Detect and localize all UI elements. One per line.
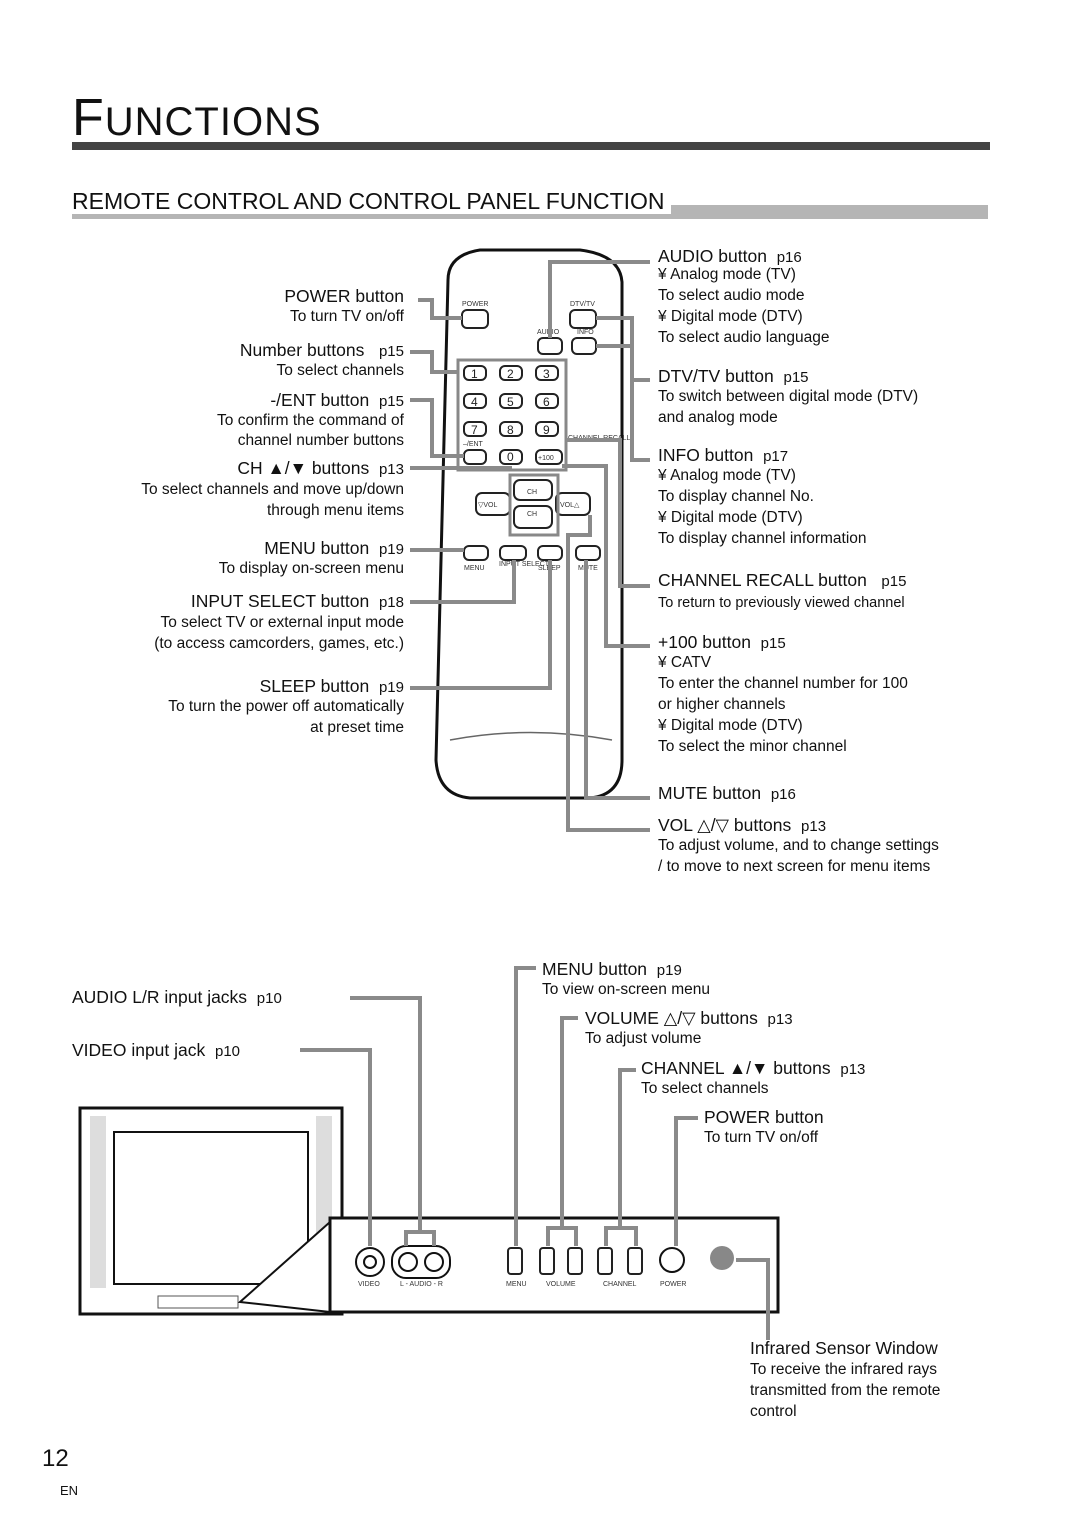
desc-power-button: To turn TV on/off bbox=[289, 308, 404, 325]
remote-key-0: 0 bbox=[507, 450, 514, 464]
desc-plus100-5: To select the minor channel bbox=[658, 738, 847, 755]
label-plus100-button: +100 button p15 bbox=[658, 632, 786, 652]
desc-dtvtv-2: and analog mode bbox=[658, 409, 778, 426]
remote-key-4: 4 bbox=[471, 395, 478, 409]
label-vol-buttons: VOL △/▽ buttons p13 bbox=[658, 815, 827, 835]
label-number-buttons: Number buttons p15 bbox=[239, 340, 404, 360]
desc-sensor-1: To receive the infrared rays bbox=[750, 1361, 937, 1378]
label-audio-button: AUDIO button p16 bbox=[658, 246, 802, 266]
desc-ch-buttons-2: through menu items bbox=[267, 502, 404, 519]
desc-sensor-2: transmitted from the remote bbox=[750, 1382, 941, 1399]
desc-audio-2: To select audio mode bbox=[658, 287, 805, 304]
desc-vol-1: To adjust volume, and to change settings bbox=[658, 837, 939, 854]
desc-input-select-1: To select TV or external input mode bbox=[160, 614, 404, 631]
label-infrared-sensor: Infrared Sensor Window bbox=[750, 1338, 938, 1358]
panel-label-volume: VOLUME bbox=[546, 1281, 576, 1288]
remote-label-input: INPUT SELECT bbox=[499, 561, 550, 568]
desc-number-buttons: To select channels bbox=[276, 362, 404, 379]
remote-label-ch-down: CH bbox=[527, 511, 537, 518]
desc-info-2: To display channel No. bbox=[658, 488, 814, 505]
remote-label-vol-plus: VOL△ bbox=[560, 502, 580, 509]
section-heading: REMOTE CONTROL AND CONTROL PANEL FUNCTIO… bbox=[72, 188, 671, 215]
desc-dtvtv-1: To switch between digital mode (DTV) bbox=[658, 388, 919, 405]
remote-key-3: 3 bbox=[543, 367, 550, 381]
label-audio-jacks: AUDIO L/R input jacks p10 bbox=[72, 987, 282, 1007]
desc-input-select-2: (to access camcorders, games, etc.) bbox=[154, 635, 404, 652]
desc-ent-button-1: To confirm the command of bbox=[217, 412, 404, 429]
remote-label-ch-up: CH bbox=[527, 489, 537, 496]
desc-sleep-1: To turn the power off automatically bbox=[168, 698, 404, 715]
label-panel-channel-buttons: CHANNEL ▲/▼ buttons p13 bbox=[641, 1058, 866, 1078]
desc-ch-buttons-1: To select channels and move up/down bbox=[141, 481, 404, 498]
desc-plus100-3: or higher channels bbox=[658, 696, 786, 713]
desc-info-3: ¥ Digital mode (DTV) bbox=[658, 509, 803, 526]
desc-menu-button: To display on-screen menu bbox=[218, 560, 404, 577]
label-panel-menu-button: MENU button p19 bbox=[542, 959, 682, 979]
desc-plus100-1: ¥ CATV bbox=[658, 654, 712, 671]
desc-info-4: To display channel information bbox=[658, 530, 867, 547]
language-code: EN bbox=[60, 1483, 79, 1498]
remote-label-vol-minus: ▽VOL bbox=[478, 502, 497, 509]
label-input-select-button: INPUT SELECT button p18 bbox=[190, 591, 404, 611]
panel-label-channel: CHANNEL bbox=[603, 1281, 637, 1288]
remote-key-8: 8 bbox=[507, 423, 514, 437]
remote-key-7: 7 bbox=[471, 423, 478, 437]
label-info-button: INFO button p17 bbox=[658, 445, 789, 465]
remote-key-2: 2 bbox=[507, 367, 514, 381]
desc-audio-3: ¥ Digital mode (DTV) bbox=[658, 308, 803, 325]
panel-label-power: POWER bbox=[660, 1281, 686, 1288]
desc-panel-menu: To view on-screen menu bbox=[542, 981, 710, 998]
remote-key-9: 9 bbox=[543, 423, 550, 437]
label-ent-button: -/ENT button p15 bbox=[270, 390, 404, 410]
remote-key-1: 1 bbox=[471, 367, 478, 381]
desc-panel-power: To turn TV on/off bbox=[704, 1129, 819, 1146]
label-channel-recall-button: CHANNEL RECALL button p15 bbox=[658, 570, 907, 590]
label-panel-volume-buttons: VOLUME △/▽ buttons p13 bbox=[585, 1008, 793, 1028]
remote-label-mute: MUTE bbox=[578, 565, 598, 572]
remote-label-dtvtv: DTV/TV bbox=[570, 301, 595, 308]
desc-sensor-3: control bbox=[750, 1403, 797, 1420]
desc-ent-button-2: channel number buttons bbox=[237, 432, 404, 449]
desc-plus100-4: ¥ Digital mode (DTV) bbox=[658, 717, 803, 734]
label-panel-power-button: POWER button bbox=[704, 1107, 824, 1127]
page-number: 12 bbox=[42, 1445, 69, 1472]
label-mute-button: MUTE button p16 bbox=[658, 783, 796, 803]
remote-label-power: POWER bbox=[462, 301, 488, 308]
label-video-jack: VIDEO input jack p10 bbox=[72, 1040, 241, 1060]
page-title: FUNCTIONS bbox=[72, 89, 322, 147]
label-sleep-button: SLEEP button p19 bbox=[259, 676, 404, 696]
title-rule bbox=[72, 142, 990, 150]
desc-panel-volume: To adjust volume bbox=[585, 1030, 702, 1047]
desc-audio-4: To select audio language bbox=[658, 329, 830, 346]
remote-label-info: INFO bbox=[577, 329, 594, 336]
panel-label-lr: L - AUDIO - R bbox=[400, 1281, 443, 1288]
remote-label-plus100: +100 bbox=[538, 455, 554, 462]
label-menu-button: MENU button p19 bbox=[264, 538, 404, 558]
remote-key-5: 5 bbox=[507, 395, 514, 409]
desc-plus100-2: To enter the channel number for 100 bbox=[658, 675, 908, 692]
label-dtvtv-button: DTV/TV button p15 bbox=[658, 366, 809, 386]
desc-info-1: ¥ Analog mode (TV) bbox=[658, 467, 796, 484]
desc-sleep-2: at preset time bbox=[310, 719, 404, 736]
desc-vol-2: / to move to next screen for menu items bbox=[658, 858, 931, 875]
desc-audio-1: ¥ Analog mode (TV) bbox=[658, 266, 796, 283]
panel-label-video: VIDEO bbox=[358, 1281, 380, 1288]
desc-panel-channel: To select channels bbox=[641, 1080, 769, 1097]
panel-label-menu: MENU bbox=[506, 1281, 527, 1288]
remote-key-6: 6 bbox=[543, 395, 550, 409]
remote-label-ent: –/ENT bbox=[463, 441, 484, 448]
remote-label-menu: MENU bbox=[464, 565, 485, 572]
desc-channel-recall: To return to previously viewed channel bbox=[658, 595, 905, 611]
label-ch-buttons: CH ▲/▼ buttons p13 bbox=[237, 458, 404, 478]
label-power-button: POWER button bbox=[284, 286, 404, 306]
